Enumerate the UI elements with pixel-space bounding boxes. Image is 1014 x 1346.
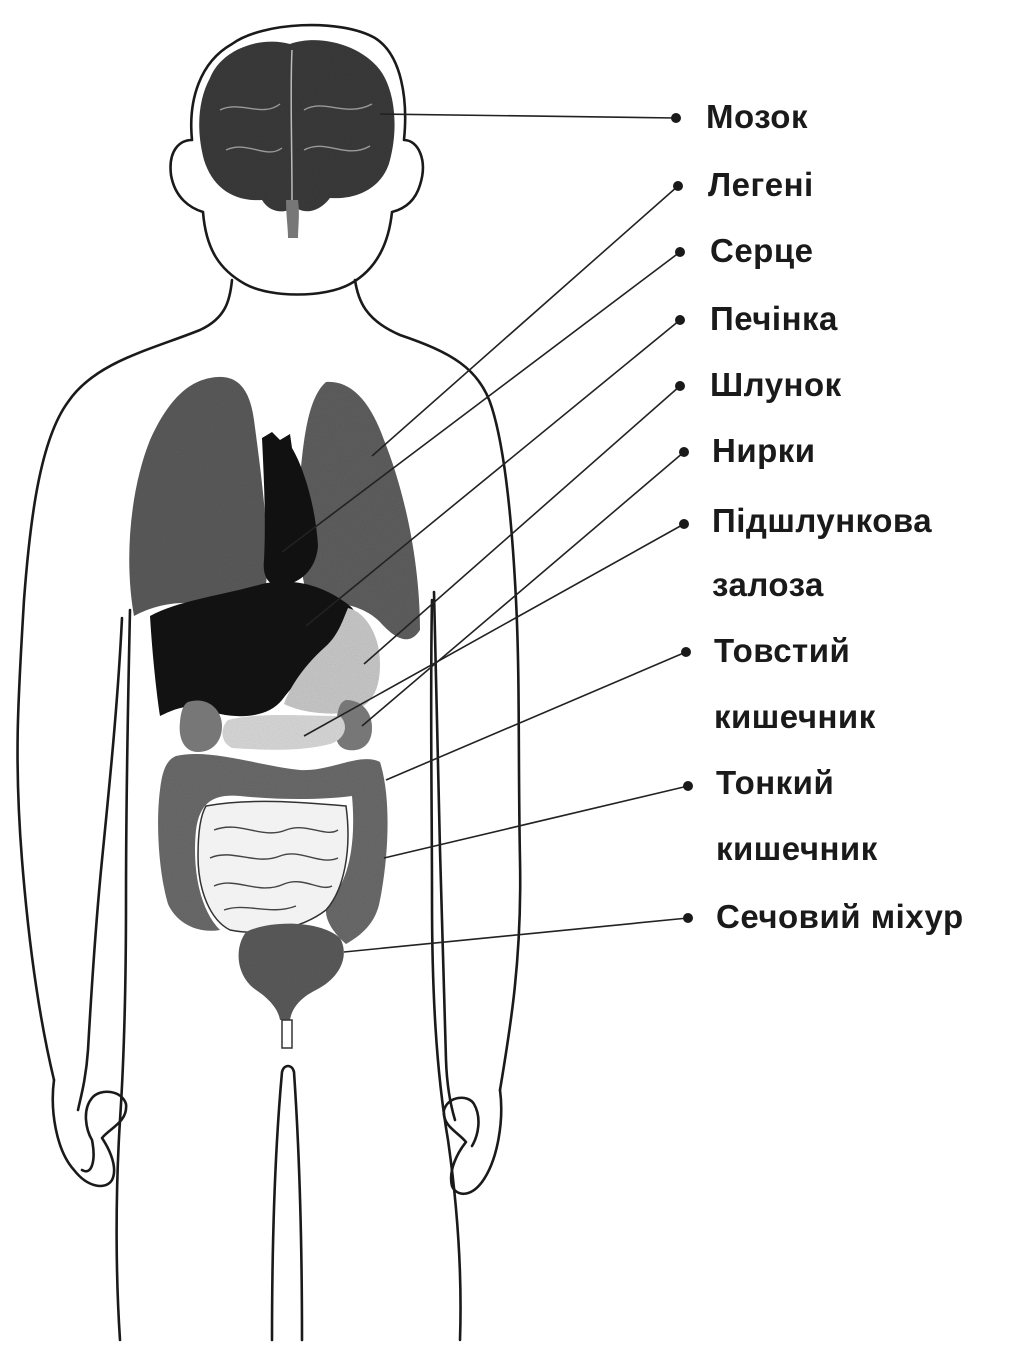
label-brain: Мозок (706, 98, 808, 135)
label-large-intestine-line2: кишечник (714, 698, 876, 735)
label-small-intestine-line1: Тонкий (716, 764, 834, 801)
label-pancreas-line1: Підшлункова (712, 502, 932, 539)
urinary-bladder (239, 924, 344, 1048)
label-heart: Серце (710, 232, 813, 269)
pancreas (222, 715, 345, 750)
brain (199, 40, 394, 238)
label-small-intestine-line2: кишечник (716, 830, 878, 867)
small-intestine (198, 801, 348, 932)
organ-labels: Мозок Легені Серце Печінка Шлунок Нирки … (706, 98, 964, 935)
label-dots (671, 113, 693, 923)
label-liver: Печінка (710, 300, 838, 337)
label-bladder: Сечовий міхур (716, 898, 964, 935)
label-large-intestine-line1: Товстий (714, 632, 850, 669)
label-pancreas-line2: залоза (712, 566, 824, 603)
label-lungs: Легені (708, 166, 814, 203)
label-stomach: Шлунок (710, 366, 842, 403)
label-kidneys: Нирки (712, 432, 816, 469)
